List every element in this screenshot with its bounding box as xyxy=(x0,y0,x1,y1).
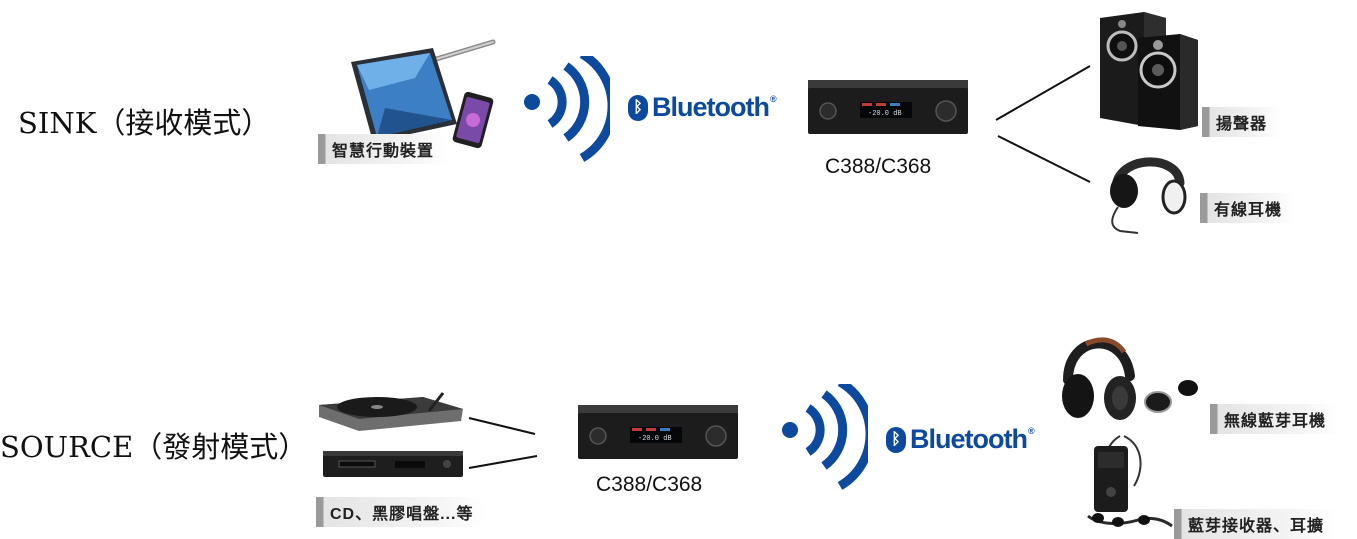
wired-headphones-illustration xyxy=(1110,157,1187,234)
bluetooth-icon: ᛒ xyxy=(628,94,648,121)
source-amplifier-illustration: -20.0 dB xyxy=(578,405,738,459)
source-bluetooth-registered-mark: ® xyxy=(1027,425,1035,436)
turntable-and-cd-player-illustration xyxy=(319,392,463,477)
wired-headphones-caption: 有線耳機 xyxy=(1200,193,1297,223)
sink-mode-label: SINK（接收模式） xyxy=(18,106,271,140)
bluetooth-logo: ᛒ Bluetooth ® xyxy=(628,92,777,123)
speakers-caption: 揚聲器 xyxy=(1202,107,1282,137)
amplifier-illustration: -20.0 dB xyxy=(808,80,968,134)
source-bluetooth-wordmark: Bluetooth xyxy=(910,424,1028,454)
speakers-illustration xyxy=(1100,12,1198,130)
wireless-signal-icon xyxy=(524,56,610,162)
source-mode-label: SOURCE（發射模式） xyxy=(0,430,308,464)
source-bluetooth-logo: ᛒ Bluetooth ® xyxy=(886,424,1035,455)
bluetooth-registered-mark: ® xyxy=(769,93,777,104)
amp-display-readout: -20.0 dB xyxy=(868,110,902,118)
bluetooth-wordmark: Bluetooth xyxy=(652,92,770,122)
source-amp-model: C388/C368 xyxy=(596,473,703,496)
mobile-devices-caption: 智慧行動裝置 xyxy=(318,134,449,164)
source-devices-caption: CD、黑膠唱盤...等 xyxy=(316,497,488,527)
wireless-headphones-caption: 無線藍芽耳機 xyxy=(1210,404,1341,434)
source-input-connector-lines xyxy=(468,417,538,469)
wireless-headphones-illustration xyxy=(1062,337,1198,420)
source-amp-display-readout: -20.0 dB xyxy=(638,435,672,443)
mobile-devices-illustration xyxy=(351,39,496,149)
bluetooth-receiver-illustration xyxy=(1087,435,1173,528)
source-bluetooth-icon: ᛒ xyxy=(886,426,906,453)
sink-output-connector-lines xyxy=(995,65,1091,183)
sink-amp-model: C388/C368 xyxy=(825,155,932,178)
bluetooth-receiver-caption: 藍芽接收器、耳擴 xyxy=(1174,509,1339,539)
source-wireless-signal-icon xyxy=(782,384,868,490)
